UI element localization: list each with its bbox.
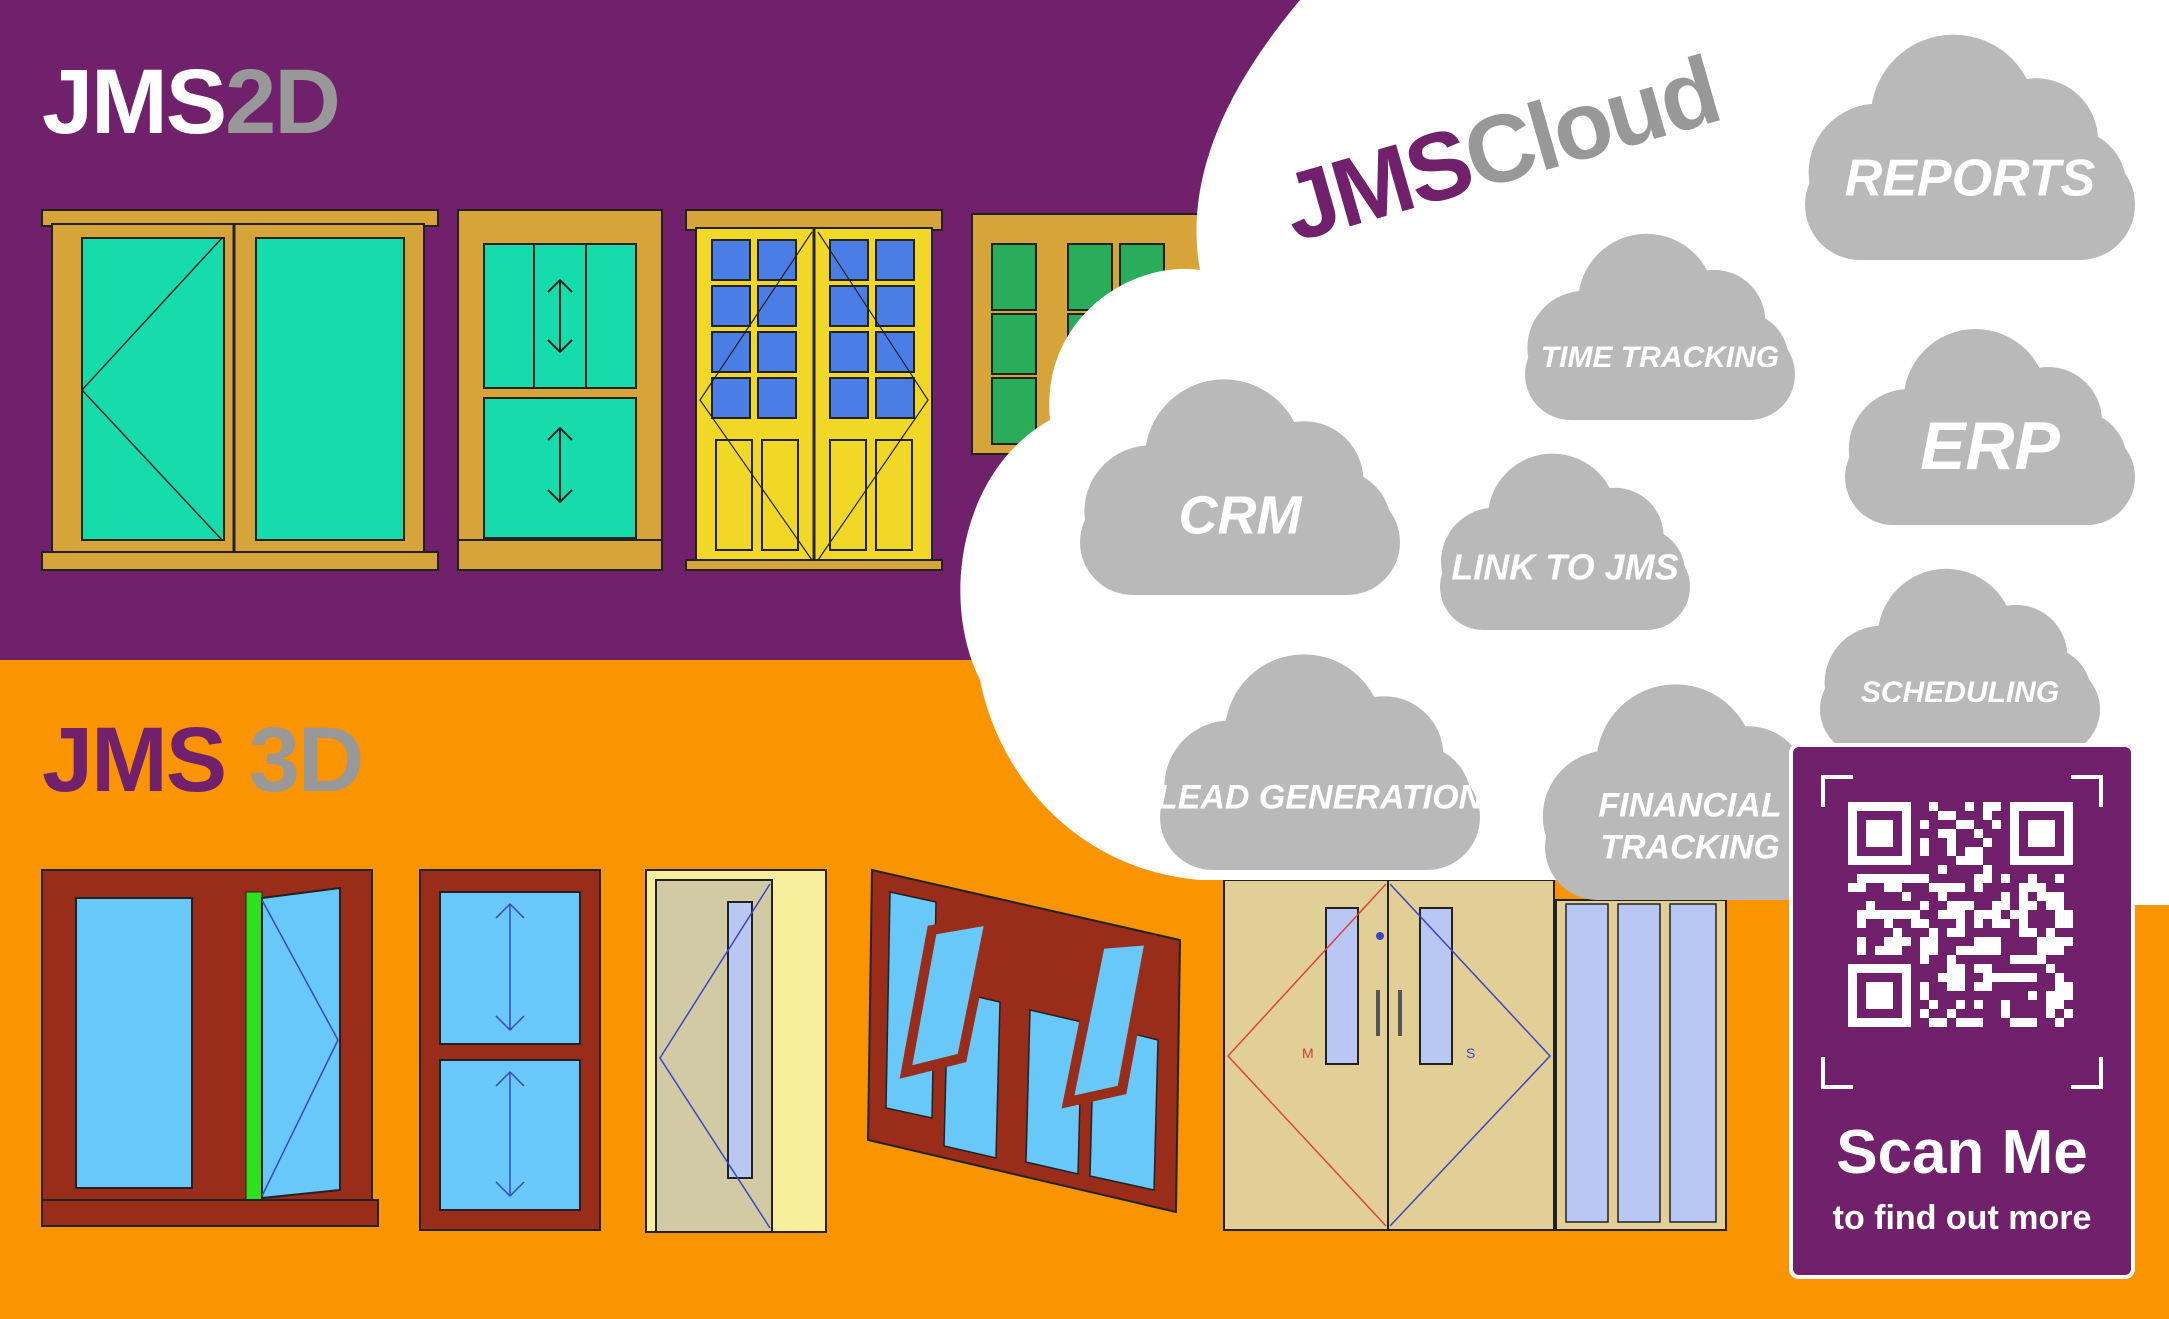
- drawing-3d-casement-window: [41, 869, 379, 1227]
- door-glass-pane: [829, 285, 869, 327]
- jms2d-prefix: JMS: [42, 51, 227, 153]
- door-glass-pane: [757, 377, 797, 419]
- door-glass-pane: [875, 239, 915, 281]
- cloud-reports: REPORTS: [1805, 34, 2135, 260]
- drawing-3d-single-door: [645, 869, 827, 1233]
- door-glass-pane: [711, 377, 751, 419]
- door-glass-pane: [875, 377, 915, 419]
- cloud-erp: ERP: [1845, 329, 2135, 525]
- drawing-3d-double-doors: M S: [1223, 879, 1555, 1231]
- cloud-label-erp: ERP: [1920, 408, 2060, 484]
- scan-me-title: Scan Me: [1836, 1118, 2088, 1187]
- qr-code-icon: [1821, 775, 2103, 1089]
- drawing-2d-french-doors: [685, 209, 943, 571]
- cloud-scheduling: SCHEDULING: [1820, 568, 2100, 755]
- cloud-label-lead-generation: LEAD GENERATION: [1157, 778, 1485, 816]
- door-glass-pane: [757, 331, 797, 373]
- door-glass-pane: [875, 331, 915, 373]
- door-glass-pane: [829, 331, 869, 373]
- door-glass-pane: [711, 239, 751, 281]
- qr-card[interactable]: Scan Me to find out more: [1789, 743, 2135, 1279]
- door-mark-m: M: [1302, 1045, 1314, 1061]
- cloud-label-crm: CRM: [1179, 485, 1303, 545]
- cloud-label-time-tracking: TIME TRACKING: [1541, 341, 1779, 374]
- drawing-2d-casement-window: [41, 209, 439, 571]
- drawing-3d-glazed-screen: [1555, 899, 1727, 1231]
- door-glass-pane: [829, 377, 869, 419]
- door-glass-pane: [757, 239, 797, 281]
- door-glass-pane: [875, 285, 915, 327]
- door-mark-s: S: [1466, 1045, 1475, 1061]
- jms3d-suffix: 3D: [248, 709, 365, 811]
- door-glass-pane: [757, 285, 797, 327]
- jms2d-heading: JMS2D: [42, 50, 341, 155]
- cloud-label-link-to-jms: LINK TO JMS: [1451, 547, 1678, 588]
- door-glass-pane: [711, 331, 751, 373]
- jms3d-prefix: JMS: [42, 709, 227, 811]
- cloud-crm: CRM: [1080, 379, 1400, 595]
- cloud-label-reports: REPORTS: [1845, 150, 2096, 208]
- jms2d-suffix: 2D: [225, 51, 341, 153]
- drawing-3d-tilted-awning-window: [866, 868, 1182, 1214]
- drawing-2d-sash-window: [457, 209, 663, 571]
- cloud-time-tracking: TIME TRACKING: [1525, 233, 1795, 420]
- scan-me-subtitle: to find out more: [1832, 1199, 2092, 1237]
- drawing-3d-sash-window: [419, 869, 601, 1231]
- jms3d-heading: JMS 3D: [42, 708, 365, 813]
- door-glass-pane: [711, 285, 751, 327]
- cloud-label-scheduling: SCHEDULING: [1861, 676, 2059, 709]
- cloud-lead-generation: LEAD GENERATION: [1157, 654, 1485, 870]
- cloud-link-to-jms: LINK TO JMS: [1440, 453, 1690, 630]
